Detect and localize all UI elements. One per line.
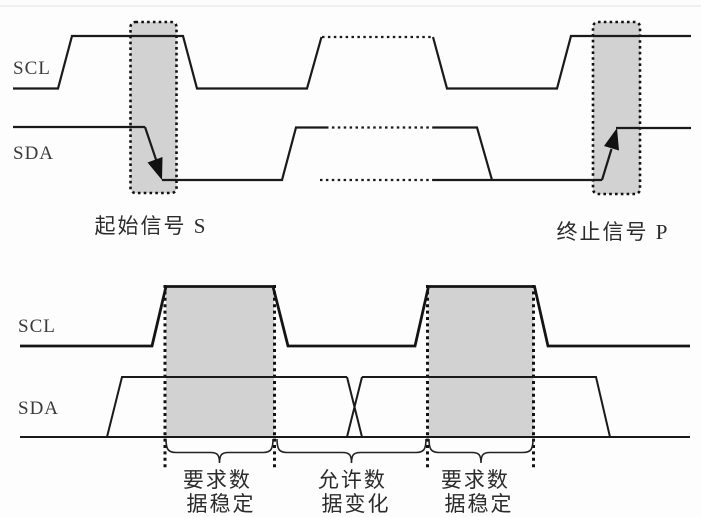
bottom-sda-high-2-and-fall <box>362 376 611 438</box>
bottom-diagram: SCL SDA 要求数 据稳定 允许数 据变化 要求数 据稳定 <box>18 285 690 516</box>
sda-waveform-high-then-fall <box>433 126 494 181</box>
stable-1-brace <box>165 438 274 464</box>
stable-2-annotation: 要求数 据稳定 <box>441 468 517 516</box>
stable-region-2-fill <box>428 286 534 437</box>
top-sda-label: SDA <box>13 143 54 164</box>
bottom-sda-rise-and-high-1 <box>106 376 347 438</box>
sda-waveform-low-then-rise <box>162 126 326 182</box>
scl-waveform-left <box>13 34 323 90</box>
sda-stop-rise-shaft <box>600 148 613 181</box>
start-condition-highlight-box <box>129 20 178 195</box>
stop-rise-arrowhead-icon <box>604 128 619 151</box>
scl-waveform-right <box>431 34 691 90</box>
change-allowed-annotation-line1: 允许数 <box>318 468 387 492</box>
stable-region-1-fill <box>166 286 274 437</box>
stable-2-annotation-line1: 要求数 <box>441 468 510 492</box>
change-allowed-brace <box>276 438 427 464</box>
stop-signal-annotation: 终止信号 P <box>557 220 670 244</box>
start-signal-annotation: 起始信号 S <box>95 214 208 238</box>
stable-2-annotation-line2: 据稳定 <box>445 492 514 516</box>
stop-condition-highlight-box <box>591 20 642 196</box>
bottom-sda-label: SDA <box>18 398 59 419</box>
bottom-scl-waveform <box>20 285 690 348</box>
top-scl-label: SCL <box>13 58 51 79</box>
stable-1-annotation: 要求数 据稳定 <box>183 468 259 516</box>
change-allowed-annotation: 允许数 据变化 <box>318 468 394 516</box>
stable-1-annotation-line2: 据稳定 <box>187 492 256 516</box>
change-allowed-annotation-line2: 据变化 <box>322 492 391 516</box>
stable-2-brace <box>428 438 534 464</box>
start-fall-arrowhead-icon <box>147 157 163 180</box>
bottom-sda-transition-rise <box>346 376 363 438</box>
bottom-scl-label: SCL <box>18 316 56 337</box>
sda-start-fall-shaft <box>143 126 159 165</box>
stable-1-annotation-line1: 要求数 <box>183 468 252 492</box>
top-diagram: SCL SDA 起始信号 S 终止信号 P <box>13 20 691 244</box>
